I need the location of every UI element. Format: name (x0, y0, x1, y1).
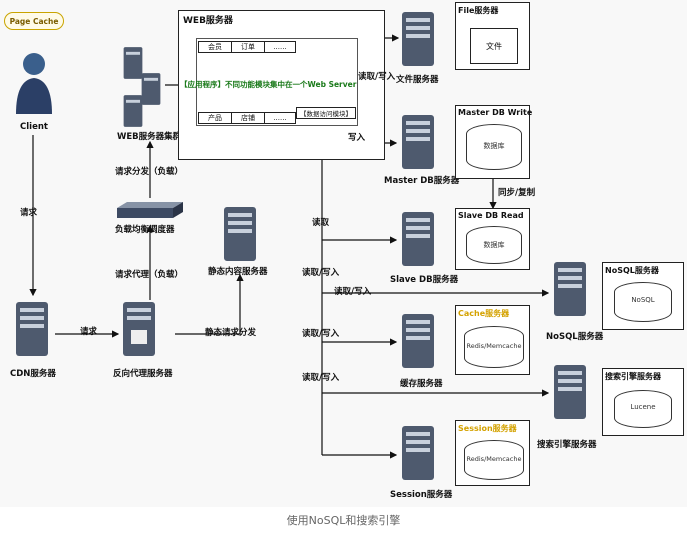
edge-label-request-2: 请求 (80, 327, 98, 337)
nosql-cylinder-label: NoSQL (631, 296, 655, 304)
nosql-cylinder: NoSQL (614, 282, 672, 322)
module-more-bottom: ...... (264, 112, 296, 124)
file-panel-title: File服务器 (458, 6, 499, 15)
client-label: Client (20, 122, 48, 132)
data-access-module: 【数据访问模块】 (296, 107, 356, 119)
slave-db-cylinder-label: 数据库 (483, 241, 505, 249)
web-cluster-server-2-icon (140, 72, 162, 106)
master-panel-title: Master DB Write (458, 108, 533, 117)
page-cache-badge: Page Cache (4, 12, 64, 30)
sync-label: 同步/复制 (498, 188, 536, 198)
cdn-server-icon (14, 300, 50, 358)
app-note: 【应用程序】不同功能模块集中在一个Web Server (180, 80, 357, 89)
module-member: 会员 (198, 41, 232, 53)
module-more-top: ...... (264, 41, 296, 53)
slave-db-label: Slave DB服务器 (390, 275, 459, 285)
master-db-label: Master DB服务器 (384, 176, 460, 186)
cache-cylinder-label: Redis/Memcache (466, 342, 522, 350)
edge-label-search-rw: 读取/写入 (302, 373, 340, 383)
search-server-icon (552, 363, 588, 421)
edge-proxy-static (175, 273, 244, 335)
session-cylinder: Redis/Memcache (464, 440, 524, 480)
edge-label-slave-rw: 读取/写入 (302, 268, 340, 278)
web-cluster-server-3-icon (122, 94, 144, 128)
session-server-label: Session服务器 (390, 490, 453, 500)
search-cylinder-label: Lucene (630, 403, 656, 411)
edge-label-static-dispatch: 静态请求分发 (205, 328, 257, 338)
static-server-label: 静态内容服务器 (208, 267, 268, 277)
static-server-icon (222, 205, 258, 263)
cache-panel-title: Cache服务器 (458, 309, 510, 318)
file-server-icon (400, 10, 436, 68)
connector-lines (29, 34, 550, 459)
nosql-server-icon (552, 260, 588, 318)
edge-label-proxy: 请求代理（负载） (115, 270, 184, 280)
web-server-title: WEB服务器 (183, 16, 233, 26)
reverse-proxy-server-icon (121, 300, 157, 358)
edge-label-dispatch: 请求分发（负载） (115, 167, 184, 177)
master-db-cylinder-label: 数据库 (483, 142, 505, 150)
slave-db-server-icon (400, 210, 436, 268)
cache-server-label: 缓存服务器 (400, 379, 443, 389)
search-server-label: 搜索引擎服务器 (537, 440, 597, 450)
figure-caption: 使用NoSQL和搜索引擎 (286, 514, 401, 527)
edge-label-write: 写入 (348, 133, 366, 143)
module-product: 产品 (198, 112, 232, 124)
search-cylinder: Lucene (614, 390, 672, 428)
session-cylinder-label: Redis/Memcache (466, 455, 522, 463)
load-balancer-icon (117, 202, 183, 218)
edge-label-nosql-rw: 读取/写入 (334, 287, 372, 297)
file-server-label: 文件服务器 (396, 75, 439, 85)
cache-server-icon (400, 312, 436, 370)
reverse-proxy-label: 反向代理服务器 (113, 369, 173, 379)
edge-label-request-1: 请求 (20, 208, 38, 218)
edge-label-cache-rw: 读取/写入 (302, 329, 340, 339)
edge-label-read: 读取 (312, 218, 330, 228)
master-db-server-icon (400, 113, 436, 171)
nosql-label: NoSQL服务器 (546, 332, 604, 342)
slave-panel-title: Slave DB Read (458, 211, 524, 220)
master-db-cylinder: 数据库 (466, 124, 522, 170)
search-panel-title: 搜索引擎服务器 (605, 372, 661, 381)
nosql-panel-title: NoSQL服务器 (605, 266, 659, 275)
client-user-icon (16, 53, 52, 114)
cdn-label: CDN服务器 (10, 369, 56, 379)
slave-db-cylinder: 数据库 (466, 226, 522, 264)
session-panel-title: Session服务器 (458, 424, 517, 433)
web-cluster-server-1-icon (122, 46, 144, 80)
module-shop: 店铺 (231, 112, 265, 124)
module-order: 订单 (231, 41, 265, 53)
session-server-icon (400, 424, 436, 482)
file-document: 文件 (470, 28, 518, 64)
cache-cylinder: Redis/Memcache (464, 326, 524, 368)
edge-label-file-rw: 读取/写入 (358, 72, 396, 82)
web-cluster-label: WEB服务器集群 (117, 132, 182, 142)
load-balancer-label: 负载均衡调度器 (115, 225, 175, 235)
